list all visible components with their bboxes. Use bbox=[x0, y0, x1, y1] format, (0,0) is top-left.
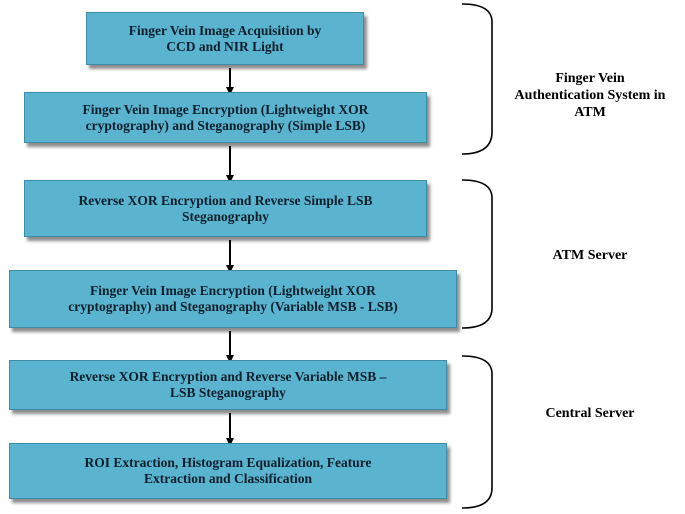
step-xor-lsb-encryption-box: Finger Vein Image Encryption (Lightweigh… bbox=[24, 92, 427, 143]
step-xor-lsb-encryption-line2: cryptography) and Steganography (Simple … bbox=[85, 117, 366, 133]
step-roi-classification-box: ROI Extraction, Histogram Equalization, … bbox=[9, 443, 447, 499]
bracket-finger-vein-system bbox=[461, 3, 493, 155]
step-reverse-variable-msb-lsb-box: Reverse XOR Encryption and Reverse Varia… bbox=[9, 360, 447, 410]
step-xor-variable-msb-lsb-encryption-box: Finger Vein Image Encryption (Lightweigh… bbox=[9, 270, 457, 328]
bracket-central-server bbox=[461, 355, 493, 509]
step-roi-classification-line2: Extraction and Classification bbox=[143, 471, 312, 486]
group-label-finger-vein-system: Finger Vein Authentication System in ATM bbox=[500, 70, 680, 121]
group-label-atm-server: ATM Server bbox=[500, 247, 680, 264]
group-label-finger-vein-system-line2: Authentication System in bbox=[514, 88, 666, 103]
group-label-central-server-text: Central Server bbox=[545, 406, 635, 421]
step-acquisition-line2: CCD and NIR Light bbox=[166, 38, 284, 54]
bracket-atm-server bbox=[461, 179, 493, 329]
step-xor-lsb-encryption-line1: Finger Vein Image Encryption (Lightweigh… bbox=[82, 101, 369, 117]
group-label-atm-server-text: ATM Server bbox=[552, 248, 628, 263]
group-label-finger-vein-system-line1: Finger Vein bbox=[555, 71, 625, 86]
step-roi-classification-line1: ROI Extraction, Histogram Equalization, … bbox=[84, 455, 372, 470]
step-xor-variable-msb-lsb-encryption-line1: Finger Vein Image Encryption (Lightweigh… bbox=[90, 283, 376, 298]
step-reverse-simple-lsb-line1: Reverse XOR Encryption and Reverse Simpl… bbox=[78, 192, 373, 208]
step-reverse-simple-lsb-line2: Steganography bbox=[181, 208, 269, 224]
step-xor-variable-msb-lsb-encryption-line2: cryptography) and Steganography (Variabl… bbox=[68, 299, 398, 314]
step-reverse-simple-lsb-box: Reverse XOR Encryption and Reverse Simpl… bbox=[24, 180, 427, 237]
step-reverse-variable-msb-lsb-line2: LSB Steganography bbox=[170, 385, 286, 400]
group-label-finger-vein-system-line3: ATM bbox=[574, 105, 606, 120]
step-acquisition-line1: Finger Vein Image Acquisition by bbox=[128, 22, 322, 38]
step-reverse-variable-msb-lsb-line1: Reverse XOR Encryption and Reverse Varia… bbox=[69, 369, 387, 384]
group-label-central-server: Central Server bbox=[500, 405, 680, 422]
step-acquisition-box: Finger Vein Image Acquisition by CCD and… bbox=[86, 12, 364, 65]
